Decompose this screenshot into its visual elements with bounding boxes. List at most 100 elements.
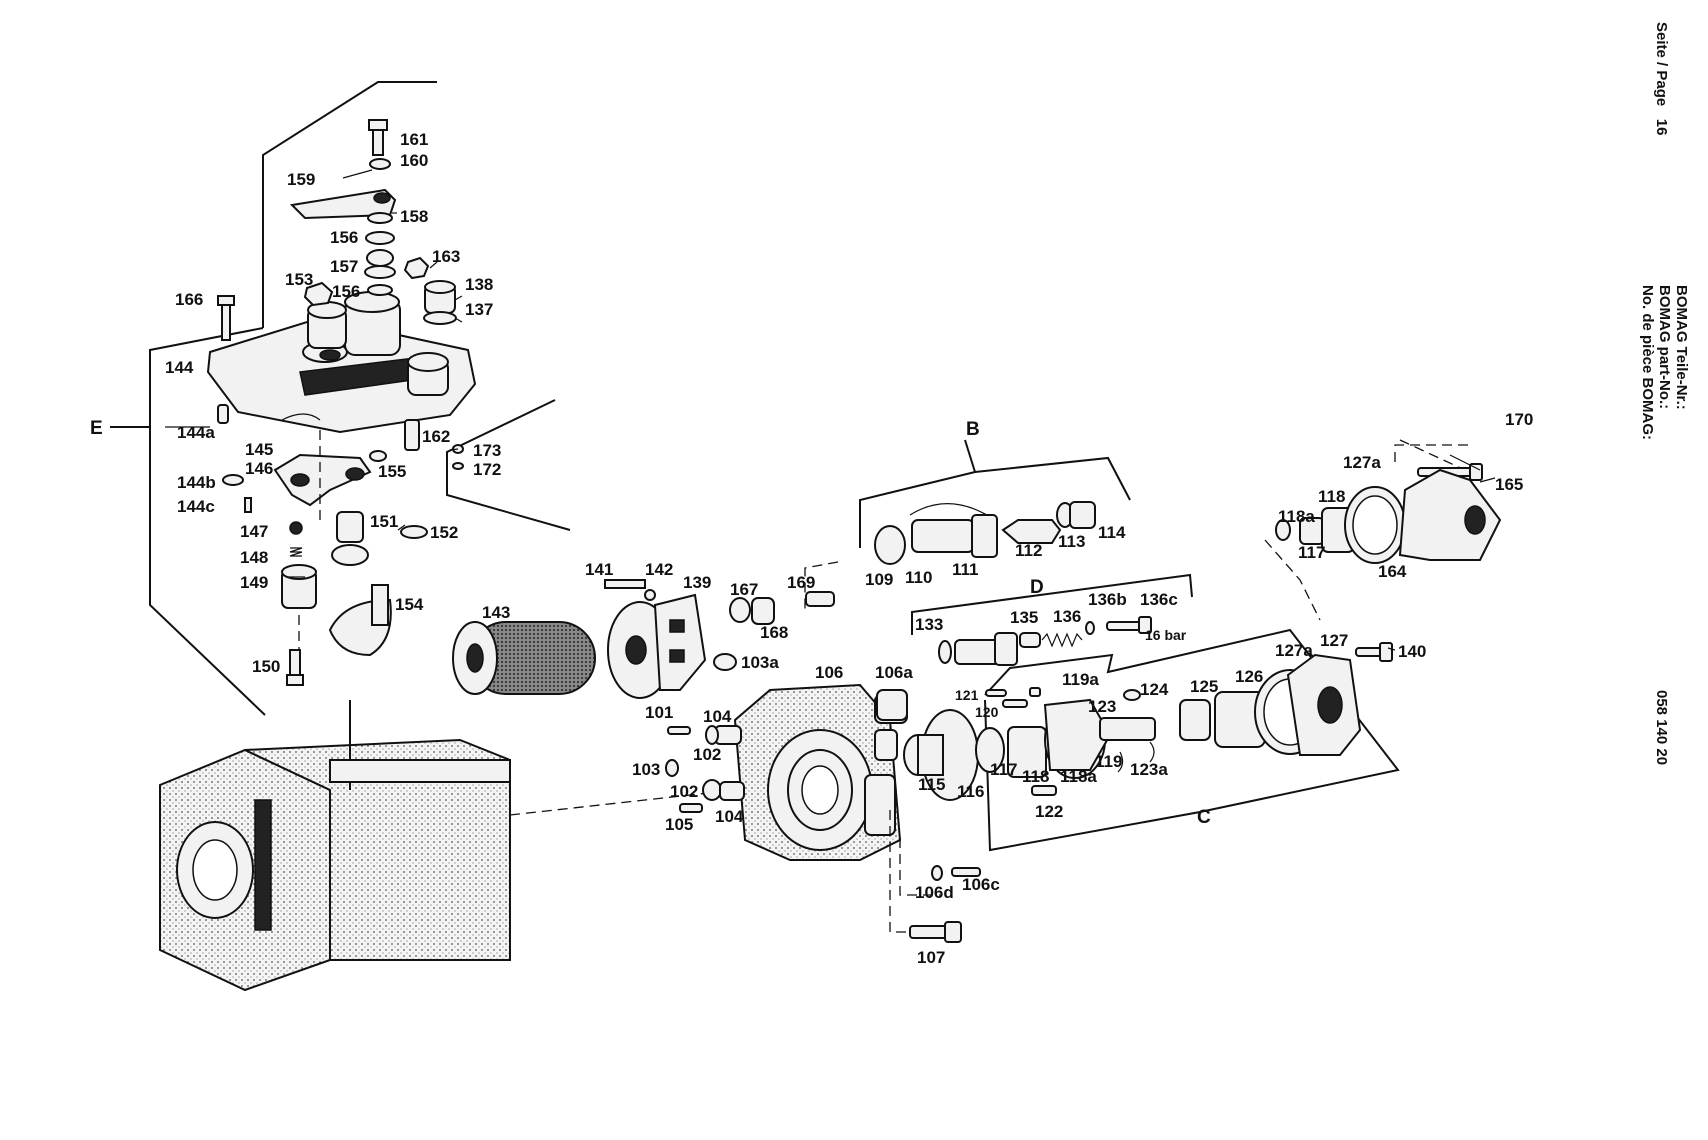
- part-label: 133: [915, 615, 943, 634]
- part-label: 162: [422, 427, 450, 446]
- part-label: 106d: [915, 883, 954, 902]
- part-label: 168: [760, 623, 788, 642]
- page-label: Seite / Page 16: [1653, 22, 1670, 136]
- ring-102a: [705, 725, 719, 745]
- part-label: 103: [632, 760, 660, 779]
- page-number: 16: [1653, 118, 1670, 136]
- pump-housing: [159, 700, 511, 992]
- pressure-note: 16 bar: [1145, 627, 1187, 643]
- pin-105: [679, 803, 703, 813]
- part-label: 138: [465, 275, 493, 294]
- group-b-bracket: [804, 439, 1131, 612]
- part-label: 125: [1190, 677, 1218, 696]
- part-label: 105: [665, 815, 693, 834]
- part-label: 106c: [962, 875, 1000, 894]
- part-label: 144: [165, 358, 194, 377]
- sleeve-104b: [719, 781, 745, 801]
- part-label: 161: [400, 130, 428, 149]
- part-label: 154: [395, 595, 424, 614]
- part-label: 117: [990, 760, 1017, 779]
- ring-106d: [931, 865, 943, 881]
- plug-168: [751, 597, 775, 625]
- part-label: 109: [865, 570, 893, 589]
- part-label: 112: [1015, 541, 1042, 560]
- fitting-169: [805, 591, 835, 607]
- part-label: 103a: [741, 653, 779, 672]
- part-label: 118: [1318, 487, 1345, 506]
- part-label: 136b: [1088, 590, 1127, 609]
- part-label: 157: [330, 257, 358, 276]
- valve-parts-d: [938, 616, 1152, 666]
- part-label: 124: [1140, 680, 1169, 699]
- cover-plate-144: [206, 291, 477, 434]
- part-label: 156: [332, 282, 360, 301]
- valve-parts-b: [874, 501, 1096, 565]
- plug-106a: [876, 689, 908, 721]
- part-label: 172: [473, 460, 501, 479]
- part-label: 150: [252, 657, 280, 676]
- part-label: 119a: [1062, 670, 1099, 689]
- part-label: 155: [378, 462, 406, 481]
- part-label: 136c: [1140, 590, 1178, 609]
- ring-167: [729, 597, 751, 623]
- part-label: 111: [952, 560, 979, 579]
- part-label: 101: [645, 703, 673, 722]
- upper-right-assembly: [1264, 439, 1502, 621]
- part-label: 141: [585, 560, 613, 579]
- part-label: 165: [1495, 475, 1523, 494]
- part-label: 123a: [1130, 760, 1168, 779]
- part-label: 120: [975, 704, 999, 720]
- gear-parts-c: [903, 642, 1393, 801]
- part-label: 139: [683, 573, 711, 592]
- part-label: 121: [955, 687, 979, 703]
- part-label: 102: [670, 782, 698, 801]
- part-label: 104: [715, 807, 744, 826]
- part-label: 149: [240, 573, 268, 592]
- part-label: 148: [240, 548, 268, 567]
- part-label: 153: [285, 270, 313, 289]
- part-labels: 161 160 159 158 156 157 163 153 156 138 …: [165, 130, 1533, 967]
- part-label: 156: [330, 228, 358, 247]
- part-label: 167: [730, 580, 758, 599]
- part-label: 137: [465, 300, 493, 319]
- part-label: 107: [917, 948, 945, 967]
- part-label: 143: [482, 603, 510, 622]
- screw-106c: [951, 867, 981, 877]
- part-label: 106: [815, 663, 843, 682]
- part-label: 166: [175, 290, 203, 309]
- part-label: 159: [287, 170, 315, 189]
- part-label: 115: [918, 775, 945, 794]
- part-label: 123: [1088, 697, 1116, 716]
- part-label: 145: [245, 440, 273, 459]
- part-label: 169: [787, 573, 815, 592]
- part-label: 119: [1095, 752, 1122, 771]
- part-label: 152: [430, 523, 458, 542]
- part-label: 140: [1398, 642, 1426, 661]
- part-label: 102: [693, 745, 721, 764]
- part-label: 151: [370, 512, 398, 531]
- filter-143: [452, 621, 596, 695]
- part-label: 118a: [1060, 767, 1097, 786]
- ring-103a: [713, 653, 737, 671]
- part-label: 116: [957, 782, 984, 801]
- housing-leader: [509, 789, 736, 816]
- part-label: 117: [1298, 543, 1325, 562]
- part-label: 144b: [177, 473, 216, 492]
- part-label: 144c: [177, 497, 215, 516]
- part-label: 104: [703, 707, 732, 726]
- part-label: 164: [1378, 562, 1407, 581]
- part-label: 114: [1098, 523, 1126, 542]
- part-label: 160: [400, 151, 428, 170]
- part-label: 144a: [177, 423, 215, 442]
- group-label-c: C: [1197, 807, 1211, 828]
- pump-139: [604, 579, 707, 699]
- part-label: 118: [1022, 767, 1049, 786]
- part-label: 173: [473, 441, 501, 460]
- part-label: 126: [1235, 667, 1263, 686]
- group-label-b: B: [966, 419, 980, 440]
- part-label: 118a: [1278, 507, 1315, 526]
- part-label: 170: [1505, 410, 1533, 429]
- part-label: 158: [400, 207, 428, 226]
- group-label-e: E: [90, 418, 103, 439]
